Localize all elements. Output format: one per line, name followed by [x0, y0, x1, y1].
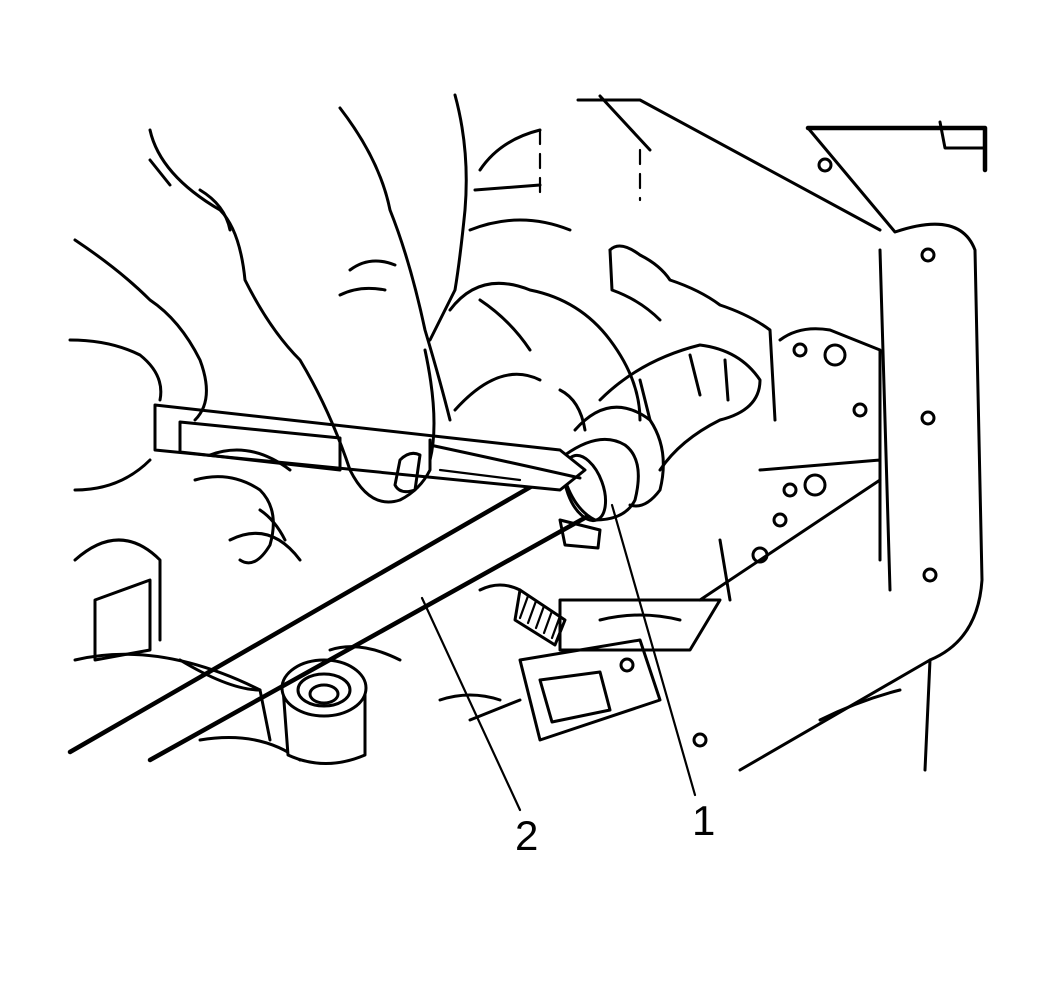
leader-line-2 [420, 596, 522, 812]
lower-housing [73, 531, 402, 762]
callout-1: 1 [692, 797, 716, 844]
leader-line-1 [610, 503, 697, 797]
leader-lines [420, 503, 697, 812]
bushing-boss [280, 658, 368, 765]
hand-right [338, 93, 762, 508]
seal-sleeve [558, 437, 640, 550]
callout-2: 2 [515, 812, 539, 859]
pry-tool [153, 403, 587, 492]
spline-detail [478, 583, 567, 647]
pan-flange [692, 120, 988, 772]
hand-left [68, 128, 352, 565]
housing-edges [473, 94, 882, 232]
